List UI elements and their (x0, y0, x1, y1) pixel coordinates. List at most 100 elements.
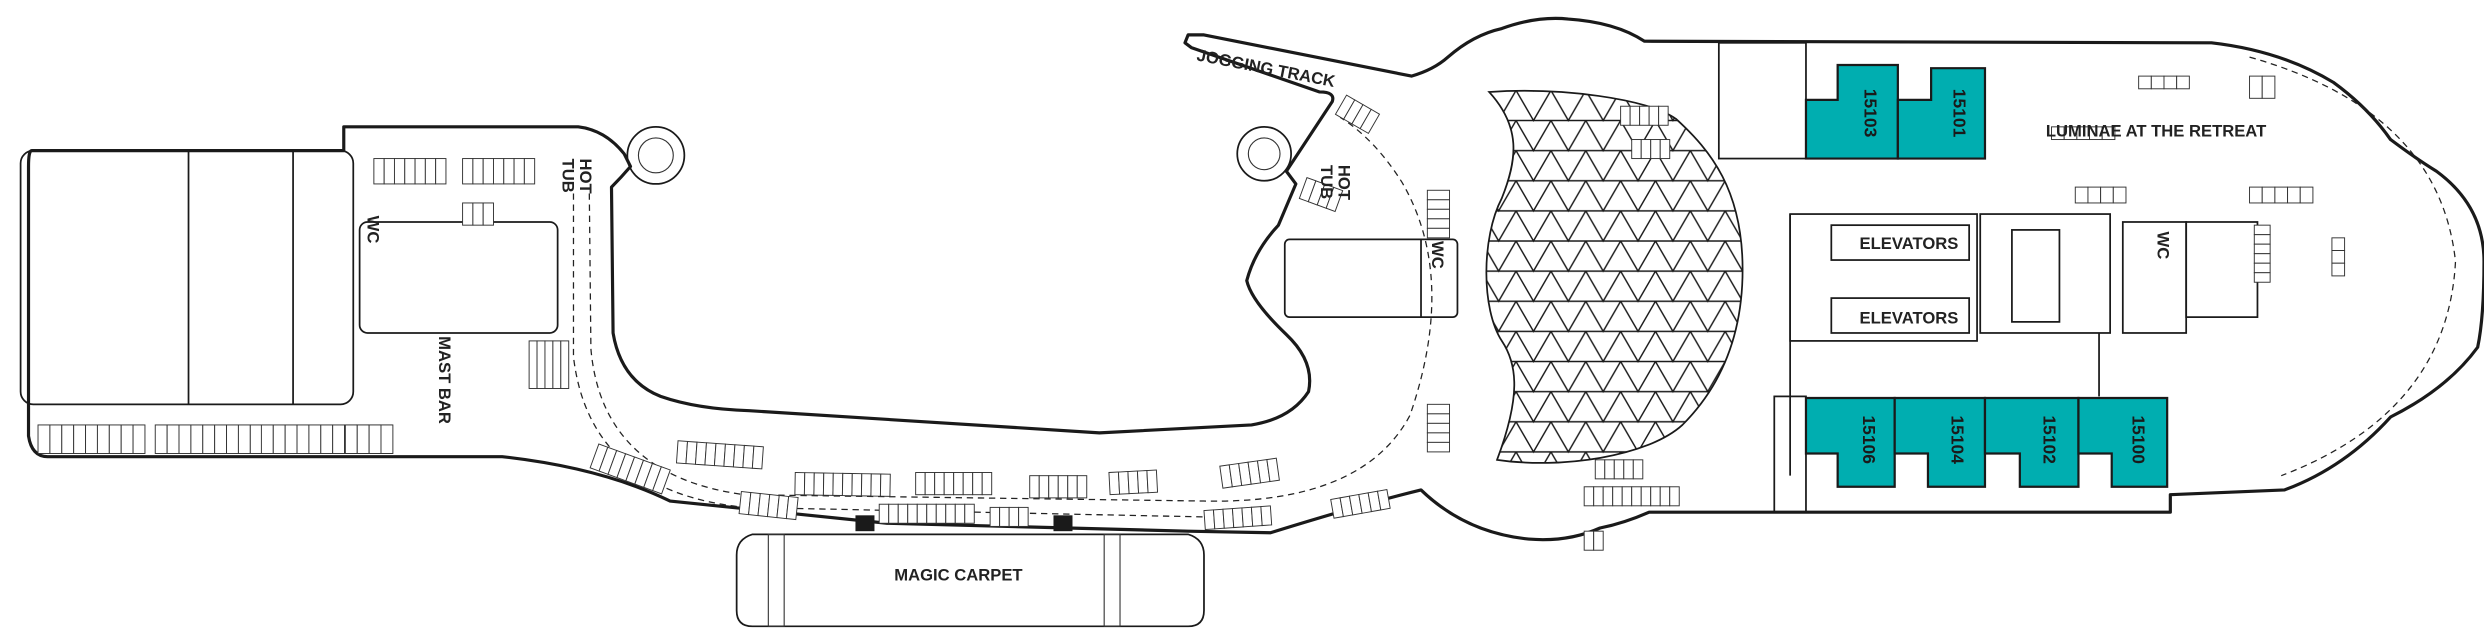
lounger (2253, 262, 2271, 274)
lounger (214, 424, 228, 454)
lounger (1593, 486, 1604, 507)
magic-carpet: MAGIC CARPET (735, 515, 1205, 628)
lounger (49, 424, 63, 454)
hot-tub-aft (626, 125, 686, 185)
lounger (1067, 475, 1078, 499)
lounger (1602, 486, 1614, 507)
lounger (344, 424, 358, 454)
lounger (96, 424, 110, 454)
lounger (260, 424, 274, 454)
lounger (841, 472, 853, 497)
lounger (380, 424, 394, 454)
lounger (237, 424, 251, 454)
lounger (503, 158, 515, 185)
lounger (1631, 139, 1642, 160)
lounger (2253, 224, 2271, 236)
lounger (915, 472, 926, 496)
lounger (166, 424, 180, 454)
lounger-row (462, 158, 536, 185)
lounger (414, 158, 426, 185)
lounger (1612, 486, 1623, 507)
lounger (332, 424, 346, 454)
lounger (37, 424, 51, 454)
lounger (2100, 186, 2114, 204)
lounger (462, 202, 474, 226)
lounger (851, 473, 863, 497)
cabin-15103[interactable]: 15103 (1804, 63, 1899, 160)
lounger (1057, 475, 1069, 499)
lounger (934, 472, 945, 496)
jogging-track-path (588, 116, 1433, 502)
lounger (972, 472, 983, 496)
svg-text:15103: 15103 (1861, 89, 1881, 138)
lounger (73, 424, 87, 454)
lounger (1008, 506, 1020, 527)
lounger (1426, 189, 1451, 201)
lounger (1659, 139, 1671, 160)
lounger (202, 424, 216, 454)
lounger (803, 472, 815, 496)
lounger (1426, 422, 1451, 434)
lounger (888, 503, 899, 524)
lounger (2176, 75, 2190, 90)
lounger (1632, 459, 1644, 480)
lounger-row (2331, 237, 2346, 277)
cabin-15106[interactable]: 15106 (1804, 396, 1896, 488)
lounger (935, 503, 947, 524)
lounger (536, 340, 546, 389)
lounger (962, 472, 974, 496)
lounger (544, 340, 554, 389)
cabin-15102[interactable]: 15102 (1983, 396, 2080, 488)
lounger (1640, 486, 1652, 507)
lounger (1426, 218, 1451, 229)
lounger-row (1298, 176, 1344, 213)
lounger (953, 472, 964, 496)
cabin-15101[interactable]: 15101 (1896, 67, 1987, 160)
lounger (108, 424, 122, 454)
luminae-label: LUMINAE AT THE RETREAT (2046, 121, 2266, 140)
lounger (2299, 186, 2314, 204)
lounger (1613, 459, 1625, 480)
mast-bar-label: MAST BAR (435, 336, 454, 424)
lounger (2331, 250, 2346, 264)
lounger (482, 158, 494, 185)
lounger (523, 158, 536, 185)
lounger (1127, 470, 1140, 495)
lounger (926, 503, 937, 524)
elevators-lower-label: ELEVATORS (1860, 308, 1959, 327)
magic-carpet-label: MAGIC CARPET (894, 565, 1022, 584)
lounger-row (878, 503, 975, 524)
lounger (870, 473, 882, 497)
svg-text:15102: 15102 (2040, 415, 2060, 463)
lounger (1621, 486, 1633, 507)
svg-text:15100: 15100 (2128, 415, 2148, 463)
wc-fwd-label: WC (2154, 231, 2173, 259)
lounger (284, 424, 298, 454)
lounger (528, 340, 538, 389)
lounger (1648, 105, 1660, 126)
lounger (308, 424, 322, 454)
lounger (462, 158, 474, 185)
lounger (751, 445, 764, 470)
lounger-row (154, 424, 263, 454)
lounger-row (915, 472, 993, 496)
lounger-row (2051, 126, 2116, 141)
lounger-row (462, 202, 494, 226)
lounger (1222, 508, 1235, 529)
lounger (1038, 475, 1050, 499)
lounger (1376, 489, 1391, 511)
lounger (999, 506, 1010, 527)
lounger (226, 424, 239, 454)
lounger (1604, 459, 1615, 480)
lounger (132, 424, 146, 454)
lounger (2331, 237, 2346, 252)
lounger (1583, 530, 1595, 551)
lounger (822, 472, 834, 496)
lounger (2249, 186, 2263, 204)
lounger (1359, 108, 1381, 135)
hot-tub-aft-label-2: TUB (558, 159, 577, 193)
lounger-row (2253, 224, 2271, 283)
lounger (1426, 413, 1451, 424)
lounger (1108, 471, 1121, 496)
cabin-15100[interactable]: 15100 (2077, 396, 2169, 488)
